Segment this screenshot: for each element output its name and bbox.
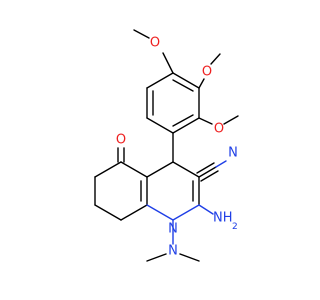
bond <box>172 79 194 92</box>
nitrile-nitrogen-label: N <box>228 146 238 161</box>
methoxy-oxygen-middle-label: O <box>202 65 212 80</box>
bond <box>198 204 214 215</box>
bond <box>146 253 167 262</box>
bond <box>200 170 219 182</box>
bond <box>198 117 213 125</box>
ketone-oxygen-label: O <box>116 133 126 148</box>
amino-group-label: NH <box>213 211 233 226</box>
molecule-structure-diagram: O N N N NH 2 O O O <box>94 29 239 262</box>
dimethylamino-group <box>146 219 200 262</box>
methoxy-groups <box>133 29 239 125</box>
bond <box>215 160 227 168</box>
dimethylamino-nitrogen-label: N <box>168 244 178 259</box>
bond <box>172 114 194 127</box>
bond <box>162 52 174 74</box>
bond <box>172 204 200 221</box>
bond <box>146 72 174 89</box>
bond <box>196 162 215 174</box>
atom-labels: O N N N NH 2 O O O <box>116 36 238 259</box>
methoxy-oxygen-lower-label: O <box>214 122 224 137</box>
dihydropyridine-ring <box>146 161 200 221</box>
bond <box>172 117 200 134</box>
ring-nitrogen-label: N <box>168 222 178 237</box>
bond <box>172 72 200 89</box>
methoxy-oxygen-top-label: O <box>150 36 160 51</box>
bond <box>94 161 122 178</box>
bond <box>198 166 217 178</box>
nitrile-group <box>196 160 227 182</box>
bond <box>120 161 148 178</box>
bond <box>146 117 174 134</box>
bond <box>94 204 122 221</box>
bond <box>210 53 221 65</box>
bond <box>179 253 200 262</box>
bond <box>146 204 174 221</box>
amino-h-count-subscript: 2 <box>232 222 238 232</box>
bond <box>172 161 200 178</box>
cyclohexenone-ring <box>94 147 148 221</box>
bond <box>223 115 239 125</box>
bond <box>133 29 150 39</box>
bond <box>120 204 148 221</box>
bond <box>198 78 205 89</box>
bond <box>146 161 174 178</box>
trimethoxyphenyl-ring <box>146 72 200 163</box>
